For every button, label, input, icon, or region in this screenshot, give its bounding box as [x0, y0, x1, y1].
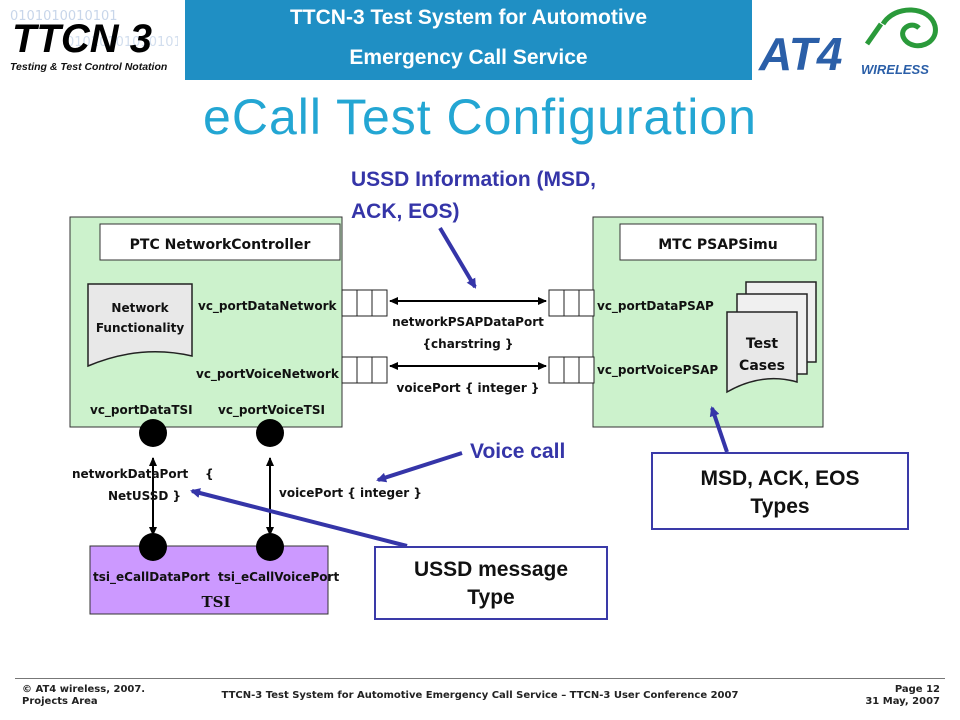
ptc-data-tsi-port-dot	[139, 419, 167, 447]
tsi-voice-port-dot	[256, 533, 284, 561]
ptc-title: PTC NetworkController	[130, 237, 311, 253]
ttcn-logo-digits-2: 01010101010101	[66, 35, 178, 50]
netussd-label: NetUSSD }	[108, 489, 181, 503]
netussd-brace-label: {	[205, 467, 214, 481]
mtc-voice-queue	[548, 356, 595, 384]
tsi-voice-port-label: tsi_eCallVoicePort	[218, 570, 339, 585]
footer-date: 31 May, 2007	[865, 696, 940, 707]
mtc-title: MTC PSAPSimu	[658, 237, 778, 253]
footer-divider	[15, 678, 945, 679]
network-psap-port-label: networkPSAPDataPort	[392, 315, 544, 329]
slide-title: eCall Test Configuration	[203, 89, 757, 145]
ptc-data-queue	[341, 289, 388, 317]
network-data-port-label: networkDataPort	[72, 467, 188, 481]
ttcn-logo-digits-1: 0101010010101	[10, 9, 118, 24]
network-psap-type-label: {charstring }	[423, 337, 514, 351]
network-functionality-box	[87, 283, 193, 368]
voice-port-tsi-label: voicePort { integer }	[279, 486, 422, 500]
ptc-port-voice-network: vc_portVoiceNetwork	[196, 367, 340, 382]
footer-conference: TTCN-3 Test System for Automotive Emerge…	[221, 690, 739, 701]
voice-call-arrow	[376, 451, 463, 483]
ussd-info-label: USSD Information (MSD,ACK, EOS)	[351, 168, 596, 223]
ptc-port-voice-tsi: vc_portVoiceTSI	[218, 403, 325, 418]
at4-check-icon	[864, 22, 884, 46]
ussd-message-arrow	[190, 488, 408, 548]
voice-port-label: voicePort { integer }	[397, 381, 540, 395]
header-title-line-1: TTCN-3 Test System for Automotive	[289, 6, 648, 29]
mtc-port-data-psap: vc_portDataPSAP	[597, 299, 714, 314]
tsi-title: TSI	[201, 593, 230, 611]
footer-page-number: Page 12	[894, 684, 940, 695]
voice-call-label: Voice call	[470, 440, 566, 463]
ptc-title-box	[99, 223, 341, 261]
footer-copyright: © AT4 wireless, 2007.	[22, 684, 146, 695]
msd-types-arrow	[709, 406, 729, 453]
mtc-title-box	[619, 223, 817, 261]
at4-wireless-logo: AT4 WIRELESS	[758, 7, 938, 78]
ptc-port-data-network: vc_portDataNetwork	[198, 299, 337, 314]
at4-logo-text: AT4	[758, 28, 843, 78]
at4-swirl-icon	[880, 7, 938, 49]
ttcn3-logo: 0101010010101 01010101010101 TTCN 3 Test…	[6, 6, 178, 76]
header-left-panel: 0101010010101 01010101010101 TTCN 3 Test…	[0, 0, 185, 80]
ussd-info-arrow	[438, 226, 477, 289]
ptc-port-data-tsi: vc_portDataTSI	[90, 403, 193, 418]
mtc-port-voice-psap: vc_portVoicePSAP	[597, 363, 718, 378]
ttcn-logo-text: TTCN 3	[12, 17, 152, 61]
test-cases-stack	[726, 281, 817, 394]
tsi-data-port-dot	[139, 533, 167, 561]
footer-projects-area: Projects Area	[22, 696, 98, 707]
header-title-line-2: Emergency Call Service	[349, 46, 588, 69]
ttcn-logo-tagline: Testing & Test Control Notation	[10, 61, 167, 73]
header-banner: TTCN-3 Test System for Automotive Emerge…	[185, 0, 752, 80]
tsi-box	[89, 545, 329, 615]
at4-logo-sub: WIRELESS	[861, 62, 929, 77]
ptc-voice-queue	[341, 356, 388, 384]
mtc-data-queue	[548, 289, 595, 317]
tsi-data-port-label: tsi_eCallDataPort	[93, 570, 210, 585]
ptc-voice-tsi-port-dot	[256, 419, 284, 447]
